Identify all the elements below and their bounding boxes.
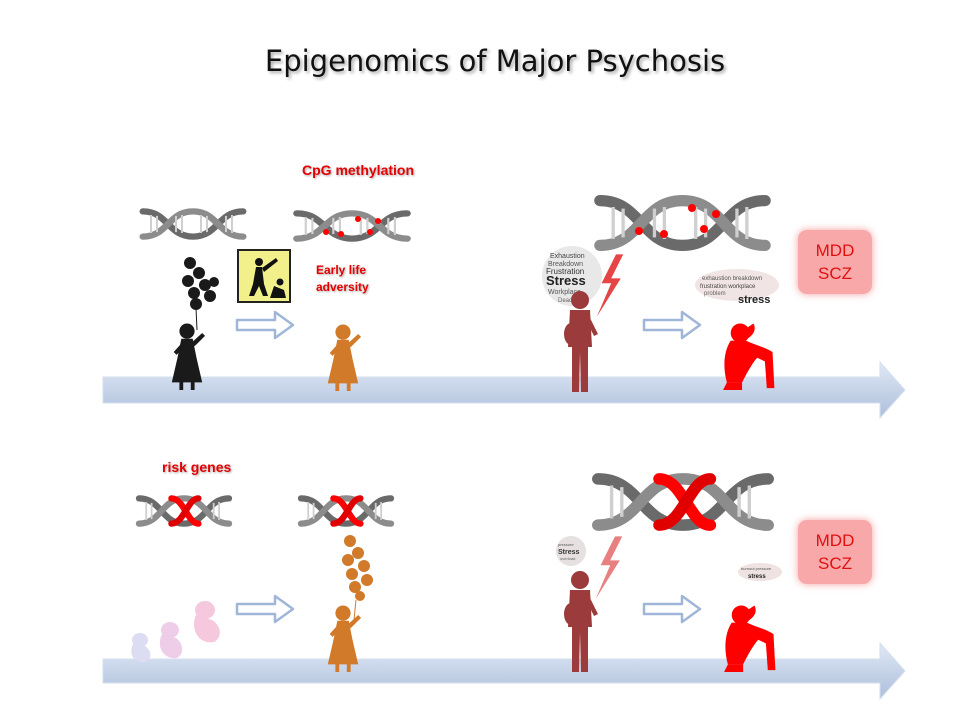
dna-helix-risk-gene-icon <box>139 498 229 523</box>
svg-text:pressure: pressure <box>558 542 574 547</box>
diagnosis-box-top: MDD SCZ <box>798 230 872 294</box>
arrow-icon <box>235 310 295 340</box>
svg-text:exhaustion breakdown: exhaustion breakdown <box>702 276 762 282</box>
svg-text:Workplace: Workplace <box>548 289 581 296</box>
cpg-methylation-label: CpG methylation <box>302 162 415 178</box>
dna-helix-risk-gene-icon <box>301 498 391 523</box>
stress-word-cloud-small-icon: burnout pressure stress <box>738 563 782 581</box>
dna-helix-icon <box>143 211 243 236</box>
page-title: Epigenomics of Major Psychosis <box>264 44 726 78</box>
svg-text:stress: stress <box>738 294 770 306</box>
svg-text:burnout pressure: burnout pressure <box>741 566 772 571</box>
svg-text:frustration workplace: frustration workplace <box>700 284 756 290</box>
early-life-adversity-label: Early life adversity <box>316 263 369 294</box>
svg-text:Exhaustion: Exhaustion <box>550 253 585 260</box>
svg-text:Stress: Stress <box>546 273 586 288</box>
lightning-bolt-icon <box>595 536 623 599</box>
arrow-icon <box>235 594 295 624</box>
diagnosis-box-bottom: MDD SCZ <box>798 520 872 584</box>
svg-text:stress: stress <box>748 574 766 580</box>
diagnosis-scz-top: SCZ <box>818 264 852 283</box>
arrow-icon <box>642 310 702 340</box>
fetus-icon <box>131 601 220 663</box>
svg-text:problem: problem <box>704 291 726 297</box>
child-with-balloons-icon <box>171 257 219 390</box>
adult-stressed-icon <box>564 571 598 672</box>
diagnosis-scz-bottom: SCZ <box>818 554 852 573</box>
svg-text:Breakdown: Breakdown <box>548 261 583 268</box>
child-distressed-icon <box>327 324 362 391</box>
dna-helix-methylated-icon <box>297 213 407 238</box>
timeline-arrow-bottom <box>102 641 906 701</box>
child-with-balloons-icon <box>327 535 373 672</box>
timeline-arrow-top <box>102 360 906 420</box>
svg-text:Deadline: Deadline <box>558 298 582 304</box>
stress-word-cloud-small-icon: exhaustion breakdown frustration workpla… <box>695 269 779 306</box>
arrow-icon <box>642 594 702 624</box>
stress-word-cloud-icon: pressure Stress overload <box>556 536 586 566</box>
dna-helix-heavily-methylated-icon <box>600 201 765 246</box>
diagnosis-mdd-bottom: MDD <box>815 531 855 550</box>
adversity-warning-icon <box>237 249 291 303</box>
diagnosis-mdd-top: MDD <box>815 241 855 260</box>
dna-helix-risk-gene-large-icon <box>598 479 768 525</box>
svg-text:Stress: Stress <box>558 549 580 556</box>
lightning-bolt-icon <box>596 254 624 317</box>
svg-text:Frustration: Frustration <box>546 267 584 276</box>
svg-text:overload: overload <box>560 556 575 561</box>
stress-word-cloud-icon: Exhaustion Breakdown Frustration Stress … <box>542 246 602 306</box>
risk-genes-label: risk genes <box>162 459 232 475</box>
